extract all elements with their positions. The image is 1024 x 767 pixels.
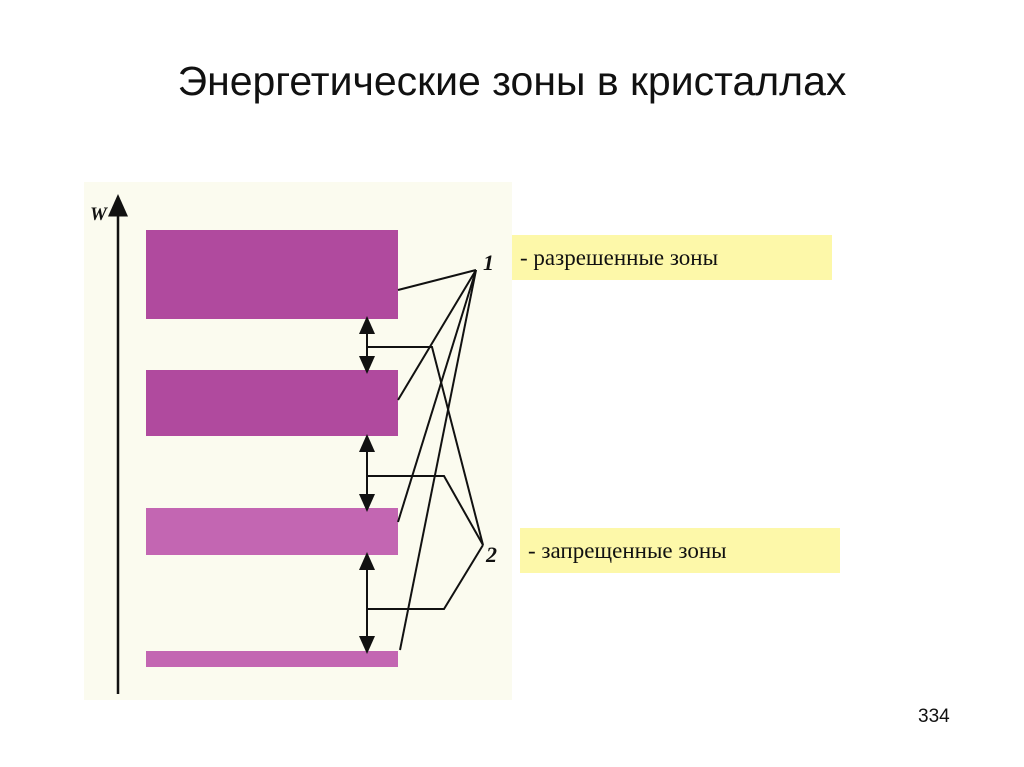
leader-line-forbidden-3 (367, 544, 484, 610)
slide-title: Энергетические зоны в кристаллах (177, 58, 847, 104)
forbidden-marker-label: 2 (485, 542, 497, 567)
allowed-leader-lines (397, 269, 477, 651)
forbidden-leader-lines (367, 346, 484, 610)
allowed-band-2 (146, 370, 398, 436)
leader-line-allowed-2 (397, 269, 477, 401)
energy-axis-label: W (90, 204, 108, 225)
allowed-band-1 (146, 230, 398, 319)
legend-forbidden-text: - запрещенные зоны (528, 537, 727, 563)
leader-line-allowed-3 (397, 269, 477, 523)
leader-line-forbidden-2 (367, 475, 484, 546)
leader-line-allowed-1 (397, 269, 477, 291)
allowed-band-4 (146, 651, 398, 667)
allowed-marker-label: 1 (483, 250, 494, 275)
page-number: 334 (918, 706, 950, 727)
legend-allowed-text: - разрешенные зоны (520, 244, 719, 270)
leader-line-forbidden-1 (367, 346, 484, 546)
legend-forbidden-zones: - запрещенные зоны (520, 528, 840, 573)
legend-allowed-zones: - разрешенные зоны (512, 235, 832, 280)
allowed-band-3 (146, 508, 398, 555)
leader-line-allowed-4 (399, 269, 477, 651)
